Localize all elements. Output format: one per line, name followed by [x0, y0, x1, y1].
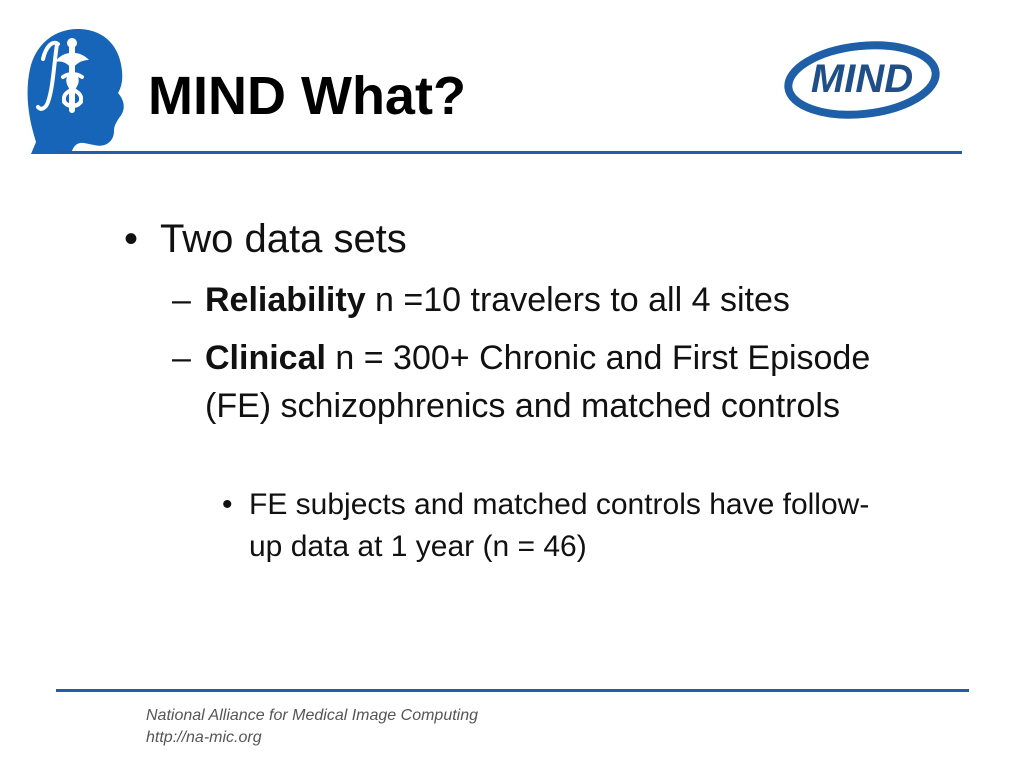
mind-logo: MIND	[784, 41, 940, 119]
sub-bullet-dash: –	[172, 281, 191, 319]
nested-bullet-followup-text: FE subjects and matched controls have fo…	[249, 488, 870, 563]
sub-bullet-clinical-label: Clinical	[205, 339, 326, 377]
main-bullet: • Two data sets	[124, 215, 944, 263]
main-bullet-text: Two data sets	[160, 217, 407, 261]
namic-head-logo-icon	[27, 28, 124, 154]
sub-bullet-clinical-text: Clinical n = 300+ Chronic and First Epis…	[205, 334, 892, 430]
sub-bullet-reliability-detail: n =10 travelers to all 4 sites	[365, 281, 790, 319]
mind-logo-text: MIND	[811, 57, 913, 101]
nested-bullet-followup: • FE subjects and matched controls have …	[222, 484, 872, 568]
sub-bullet-clinical: – Clinical n = 300+ Chronic and First Ep…	[172, 334, 892, 430]
footer: National Alliance for Medical Image Comp…	[146, 705, 478, 749]
nested-bullet-marker: •	[222, 488, 233, 521]
footer-url: http://na-mic.org	[146, 729, 262, 746]
footer-divider	[56, 689, 969, 692]
slide-title: MIND What?	[148, 66, 466, 126]
footer-organization: National Alliance for Medical Image Comp…	[146, 707, 479, 724]
sub-bullet-dash: –	[172, 339, 191, 377]
sub-bullet-clinical-detail: n = 300+ Chronic and First Episode (FE) …	[205, 339, 871, 425]
title-divider	[58, 151, 962, 154]
sub-bullet-reliability-text: Reliability n =10 travelers to all 4 sit…	[205, 276, 790, 324]
sub-bullet-reliability: – Reliability n =10 travelers to all 4 s…	[172, 276, 892, 324]
sub-bullet-reliability-label: Reliability	[205, 281, 366, 319]
main-bullet-marker: •	[124, 217, 139, 261]
